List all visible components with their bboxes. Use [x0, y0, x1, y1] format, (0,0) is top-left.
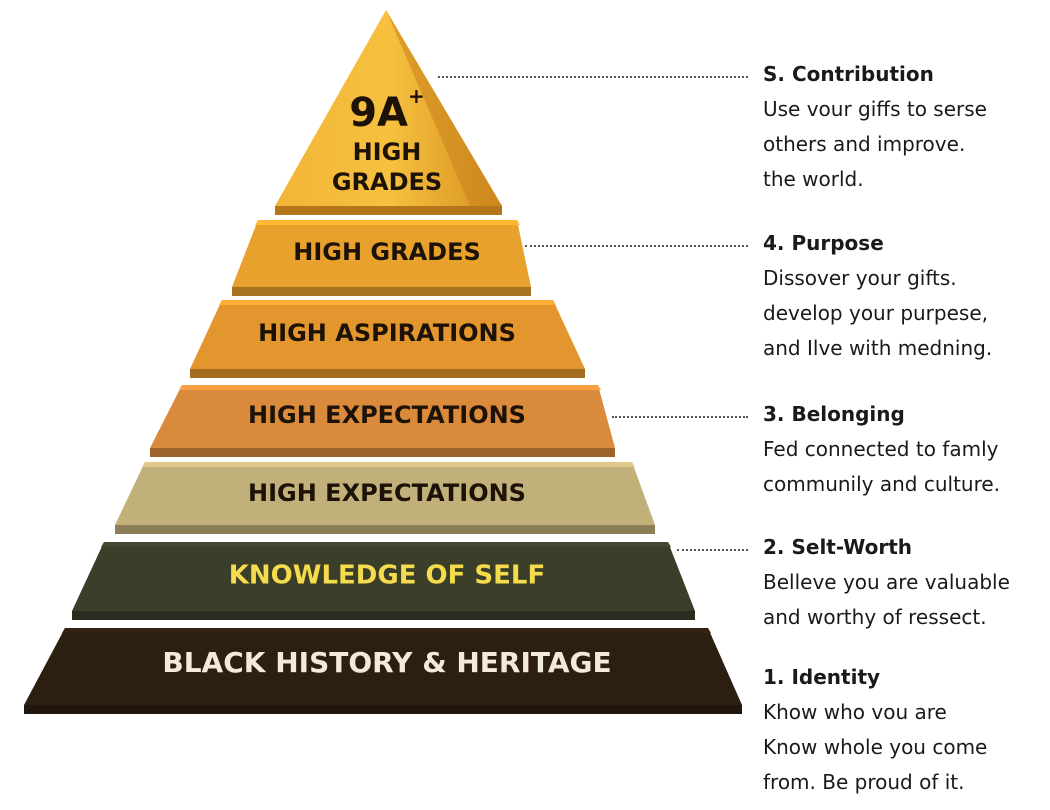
- leader-line-2: [525, 245, 748, 247]
- note-line: Fed connected to famly: [763, 437, 999, 461]
- note-title: 1. Identity: [763, 665, 881, 689]
- note-line: Dissover your gifts.: [763, 266, 957, 290]
- apex-score: 9A+: [349, 84, 425, 137]
- pyramid-tier-4: HIGH EXPECTATIONS: [115, 462, 655, 534]
- note-line: and worthy of ressect.: [763, 605, 987, 629]
- pyramid-tier-1: HIGH GRADES: [232, 220, 531, 296]
- apex-line-1: HIGH: [353, 138, 422, 166]
- tier-label-3: HIGH EXPECTATIONS: [248, 401, 526, 429]
- tier-label-6: BLACK HISTORY & HERITAGE: [162, 646, 611, 679]
- note-line: others and improve.: [763, 132, 966, 156]
- pyramid-tier-2: HIGH ASPIRATIONS: [190, 300, 585, 378]
- note-line: Know whole you come: [763, 735, 988, 759]
- note-title: 4. Purpose: [763, 231, 884, 255]
- pyramid-tier-3: HIGH EXPECTATIONS: [150, 385, 615, 457]
- leader-line-1: [438, 76, 748, 78]
- pyramid-tier-6: BLACK HISTORY & HERITAGE: [24, 628, 742, 714]
- apex-line-2: GRADES: [332, 168, 442, 196]
- leader-line-3: [612, 416, 748, 418]
- tier-label-4: HIGH EXPECTATIONS: [248, 479, 526, 507]
- note-line: communily and culture.: [763, 472, 1001, 496]
- note-line: Use vour giffs to serse: [763, 97, 987, 121]
- note-line: Khow who vou are: [763, 700, 947, 724]
- tier-label-2: HIGH ASPIRATIONS: [258, 319, 516, 347]
- note-title: 3. Belonging: [763, 402, 905, 426]
- pyramid-tier-5: KNOWLEDGE OF SELF: [72, 542, 695, 620]
- note-title: S. Contribution: [763, 62, 934, 86]
- leader-line-4: [677, 549, 748, 551]
- note-title: 2. Selt-Worth: [763, 535, 913, 559]
- tier-label-5: KNOWLEDGE OF SELF: [229, 561, 545, 591]
- note-line: from. Be proud of it.: [763, 770, 965, 794]
- apex-tier: 9A+ HIGH GRADES: [275, 10, 502, 215]
- note-line: the world.: [763, 167, 864, 191]
- tier-label-1: HIGH GRADES: [293, 238, 481, 266]
- note-line: and Ilve with medning.: [763, 336, 993, 360]
- note-line: Belleve you are valuable: [763, 570, 1010, 594]
- note-line: develop your purpese,: [763, 301, 988, 325]
